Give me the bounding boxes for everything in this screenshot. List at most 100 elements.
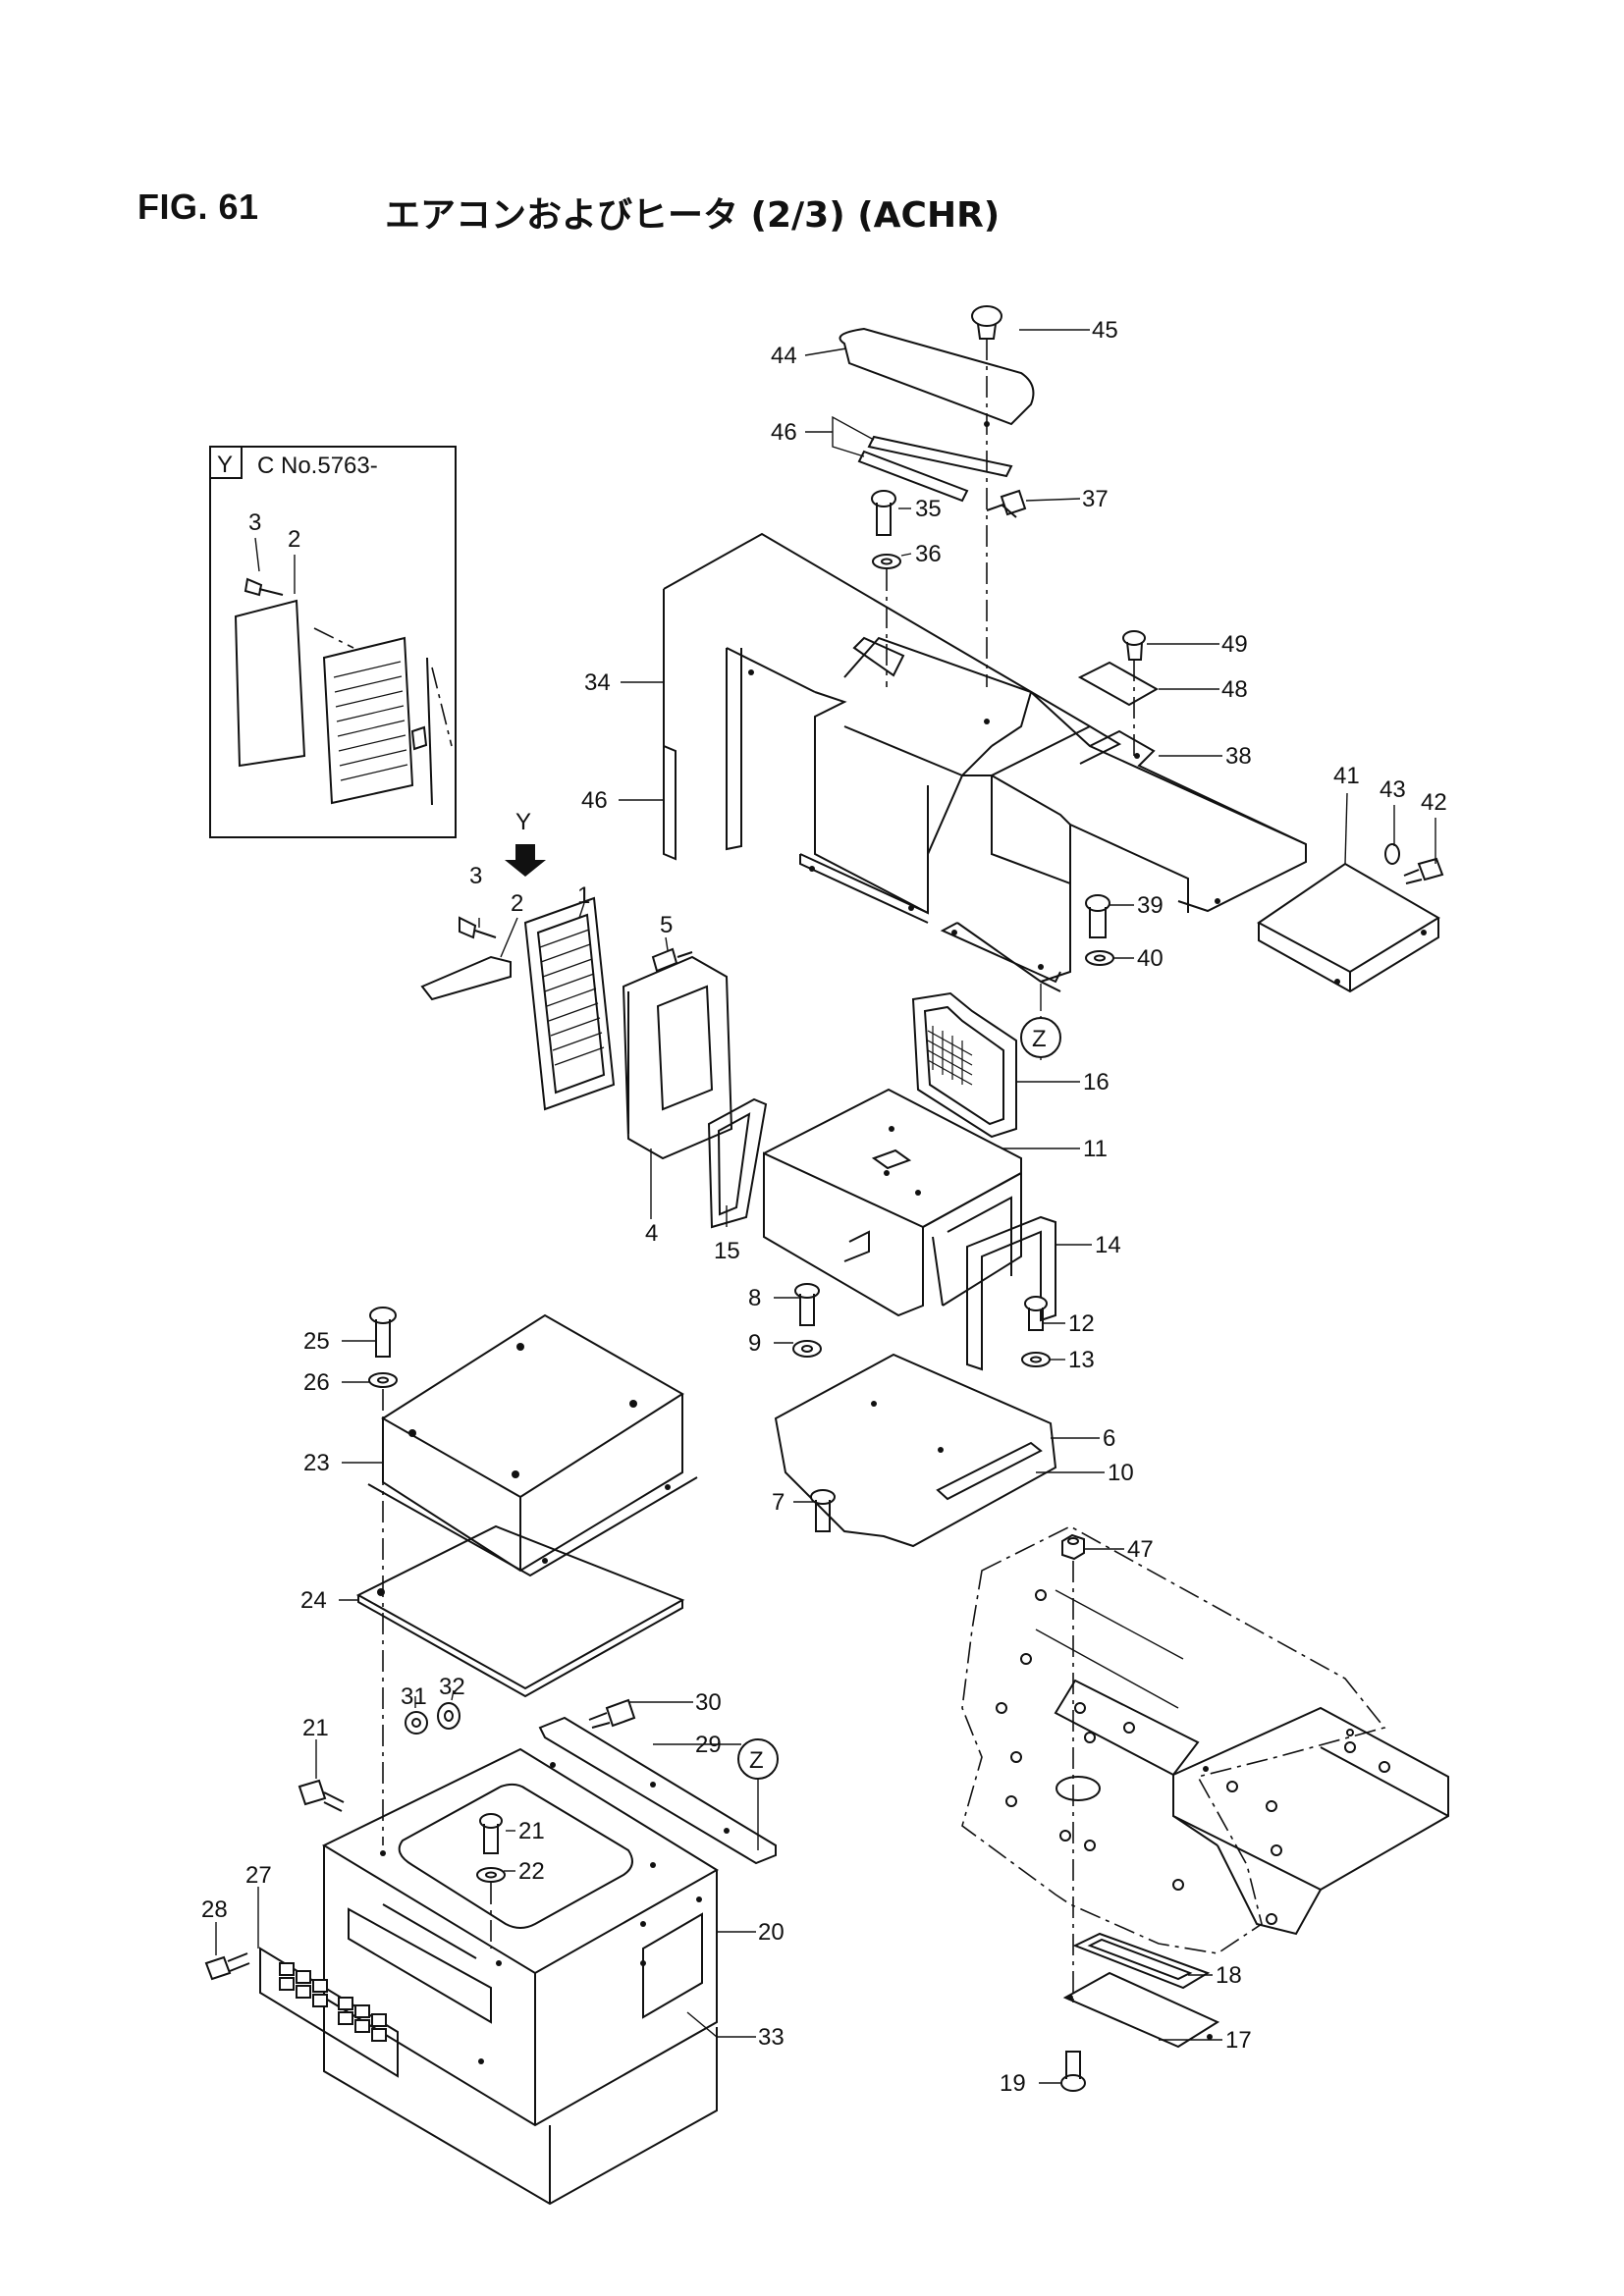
part-19-bolt	[1060, 2051, 1086, 2092]
callout-37: 37	[1082, 486, 1109, 512]
part-46-side-seal	[663, 744, 677, 861]
part-12-bolt	[1024, 1296, 1048, 1331]
part-27-panel	[259, 1947, 399, 2078]
callout-31: 31	[401, 1683, 427, 1710]
callout-46: 46	[771, 419, 797, 446]
svg-text:Z: Z	[749, 1747, 764, 1774]
part-3-wing-screw	[459, 916, 497, 939]
callout-36: 36	[915, 541, 942, 567]
part-22-washer	[476, 1867, 506, 1883]
part-48-plate	[1077, 661, 1160, 707]
callout-40: 40	[1137, 945, 1164, 972]
callout-11: 11	[1083, 1136, 1108, 1162]
callout-33: 33	[758, 2024, 785, 2051]
part-7-bolt	[810, 1489, 836, 1532]
part-31-nut	[405, 1711, 428, 1735]
part-4-frame	[622, 955, 733, 1160]
part-41-box	[1257, 862, 1440, 993]
svg-text:Z: Z	[1032, 1026, 1047, 1052]
part-18-gasket	[1072, 1932, 1211, 1990]
part-43-washer	[1384, 843, 1400, 865]
part-37-bolt	[986, 489, 1027, 518]
figure-number: FIG. 61	[137, 187, 259, 227]
callout-17: 17	[1225, 2027, 1252, 2054]
callout-19: 19	[1000, 2070, 1026, 2097]
callout-29: 29	[695, 1732, 722, 1758]
callout-1: 1	[577, 882, 590, 909]
callout-24: 24	[300, 1587, 327, 1614]
part-38-duct	[940, 691, 1307, 992]
part-2-bracket	[420, 955, 512, 1001]
part-47-nut	[1061, 1533, 1085, 1561]
part-1-filter	[523, 896, 616, 1111]
callout-12: 12	[1068, 1310, 1095, 1337]
part-25-bolt	[369, 1307, 397, 1358]
callout-4: 4	[645, 1220, 658, 1247]
callout-labels: 45 44 46 37 35 36 49 48 38 34 46 41 43 4…	[201, 317, 1447, 2097]
part-49-bolt	[1122, 630, 1146, 661]
inset-callout-3: 3	[248, 509, 261, 536]
part-32-washer	[437, 1702, 460, 1730]
figure-title: エアコンおよびヒータ (2/3) (ACHR)	[385, 195, 1001, 236]
callout-21-inner: 21	[518, 1818, 545, 1844]
callout-13: 13	[1068, 1347, 1095, 1373]
part-14-bracket	[966, 1215, 1056, 1371]
view-y-arrow: Y	[505, 809, 546, 877]
callout-14: 14	[1095, 1232, 1121, 1258]
part-46-seal	[857, 435, 1013, 503]
callout-6: 6	[1103, 1425, 1115, 1452]
part-45-knob-screw	[971, 305, 1002, 340]
part-29-bracket	[538, 1716, 777, 1865]
part-33-base	[323, 2002, 718, 2206]
part-28-bolt	[204, 1952, 250, 1981]
part-15-gasket	[707, 1097, 768, 1229]
part-30-bolt	[588, 1698, 636, 1729]
part-5-bolt	[651, 947, 693, 973]
inset-view-y: Y C No.5763- 3 2	[209, 446, 457, 838]
callout-28: 28	[201, 1896, 228, 1923]
callout-43: 43	[1380, 776, 1406, 803]
callout-35: 35	[915, 496, 942, 522]
callout-27: 27	[245, 1862, 272, 1889]
part-13-washer	[1021, 1352, 1051, 1367]
callout-5: 5	[660, 912, 673, 938]
callout-49: 49	[1221, 631, 1248, 658]
callout-47: 47	[1127, 1536, 1154, 1563]
part-35-bolt	[871, 490, 896, 536]
callout-34: 34	[584, 669, 611, 696]
callout-20: 20	[758, 1919, 785, 1946]
ref-marker-z-top: Z	[1020, 1017, 1061, 1058]
callout-22: 22	[518, 1858, 545, 1885]
part-6-plate	[774, 1353, 1057, 1548]
callout-26: 26	[303, 1369, 330, 1396]
callout-39: 39	[1137, 892, 1164, 919]
part-39-bolt	[1085, 894, 1110, 938]
view-y-label: Y	[515, 809, 531, 835]
inset-serial-note: C No.5763-	[257, 453, 378, 479]
callout-44: 44	[771, 343, 797, 369]
part-34-duct-cover	[663, 532, 1122, 924]
callout-41: 41	[1333, 763, 1360, 789]
part-26-washer	[368, 1372, 398, 1388]
callout-2: 2	[511, 890, 523, 917]
part-20-housing	[321, 1747, 719, 2127]
chassis-frame	[961, 1525, 1449, 1954]
part-44-cover	[839, 327, 1035, 427]
callout-15: 15	[714, 1238, 740, 1264]
inset-view-letter: Y	[217, 452, 233, 478]
callout-46-side: 46	[581, 787, 608, 814]
callout-32: 32	[439, 1674, 465, 1700]
figure-header: FIG. 61 エアコンおよびヒータ (2/3) (ACHR)	[137, 187, 1414, 245]
callout-21: 21	[302, 1715, 329, 1741]
callout-3: 3	[469, 863, 482, 889]
part-40-washer	[1085, 950, 1114, 966]
callout-48: 48	[1221, 676, 1248, 703]
part-11-housing	[763, 1088, 1022, 1317]
part-21-bolt-inner	[479, 1813, 503, 1854]
callout-7: 7	[772, 1489, 785, 1516]
callout-16: 16	[1083, 1069, 1110, 1095]
leader-lines	[215, 329, 1436, 2084]
callout-18: 18	[1216, 1962, 1242, 1989]
callout-45: 45	[1092, 317, 1118, 344]
